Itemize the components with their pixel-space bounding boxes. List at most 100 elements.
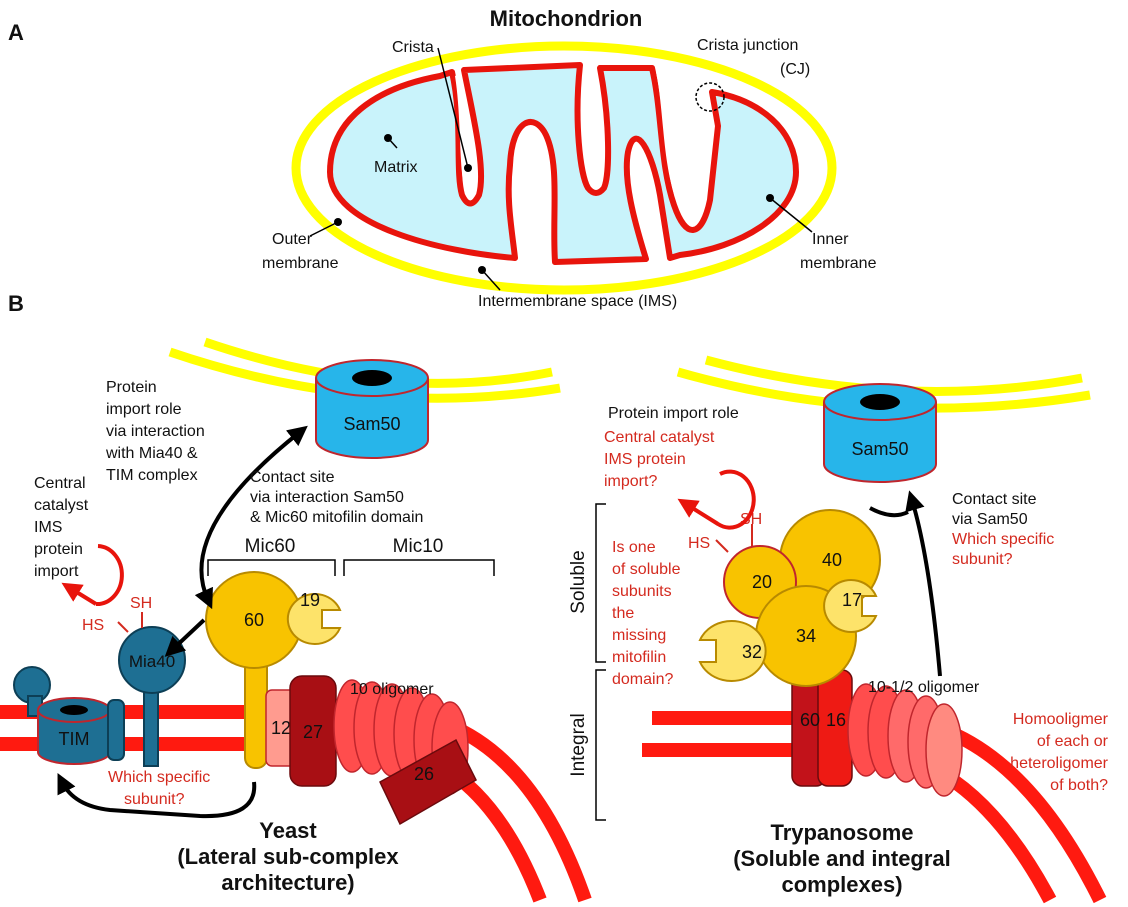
crista-junction-label: Crista junction <box>697 37 798 54</box>
tryp-catalyst-line-1: Central catalyst <box>604 429 715 446</box>
yeast-caption: Yeast (Lateral sub-complex architecture) <box>177 818 399 895</box>
yeast-import-role-line-4: with Mia40 & <box>105 445 198 462</box>
yeast-mic60-label: 60 <box>244 610 264 630</box>
yeast-import-role-line-5: TIM complex <box>106 467 198 484</box>
yeast-sam50: Sam50 <box>315 359 429 459</box>
ims-label: Intermembrane space (IMS) <box>478 293 677 310</box>
tryp-soluble-bracket <box>595 503 606 663</box>
yeast-tim: TIM <box>13 666 125 765</box>
yeast-oligomer-label: 10 oligomer <box>350 681 434 698</box>
inner-membrane-crista-outline <box>327 62 799 265</box>
yeast-mic10-complex: 12 27 26 10 oligomer <box>265 675 477 826</box>
panel-b-letter: B <box>8 291 24 316</box>
outer-membrane-label-1: Outer <box>272 231 313 248</box>
yeast-caption-line-2: (Lateral sub-complex <box>177 844 399 869</box>
yeast-which-line-1: Which specific <box>108 769 210 786</box>
tryp-contact-tick <box>869 506 909 518</box>
yeast-import-role-text: Protein import role via interaction with… <box>105 379 205 484</box>
mitochondrion-title: Mitochondrion <box>490 6 643 31</box>
tryp-question-line-3: subunits <box>612 583 672 600</box>
tryp-caption-line-3: complexes) <box>781 872 902 897</box>
yeast-catalyst-line-4: protein <box>34 541 83 558</box>
yeast-catalyst-line-1: Central <box>34 475 86 492</box>
crista-junction-abbr: (CJ) <box>780 61 810 78</box>
tryp-contact-line-2: via Sam50 <box>952 511 1028 528</box>
tryp-sub-20-label: 20 <box>752 572 772 592</box>
tryp-catalyst-line-3: import? <box>604 473 657 490</box>
tryp-sub-40-label: 40 <box>822 550 842 570</box>
tryp-question-line-4: the <box>612 605 634 622</box>
tryp-homo-line-1: Homooligmer <box>1013 711 1109 728</box>
inner-membrane-label-1: Inner <box>812 231 849 248</box>
yeast-contact-arrow <box>194 425 308 610</box>
yeast-sam50-label: Sam50 <box>343 414 400 434</box>
tryp-sh-label: SH <box>740 511 762 528</box>
tryp-contact-arrow <box>905 490 942 677</box>
tryp-sam50-label: Sam50 <box>851 439 908 459</box>
crista-dot <box>464 164 472 172</box>
yeast-catalyst-line-2: catalyst <box>34 497 89 514</box>
yeast-sh-label: SH <box>130 595 152 612</box>
tryp-oligomer-label: 10-1/2 oligomer <box>868 679 980 696</box>
ims-dot <box>478 266 486 274</box>
tryp-contact-line-1: Contact site <box>952 491 1037 508</box>
yeast-mic26-label: 26 <box>414 764 434 784</box>
yeast-hs-label: HS <box>82 617 104 634</box>
crista-leader <box>437 47 469 169</box>
yeast-import-role-line-1: Protein <box>106 379 157 396</box>
tryp-catalyst-arrow <box>686 469 756 530</box>
crista-junction-marker <box>695 82 725 112</box>
tryp-homo-line-2: of each or <box>1037 733 1109 750</box>
panel-a: A Mitochondrion Crista Crista junction (… <box>8 6 877 310</box>
tryp-sub-34-label: 34 <box>796 626 816 646</box>
trypanosome-diagram: Sam50 60 16 10-1/2 oligomer 40 20 34 1 <box>568 355 1109 904</box>
tryp-homo-line-4: of both? <box>1050 777 1108 794</box>
tryp-which-line-2: subunit? <box>952 551 1013 568</box>
yeast-which-line-2: subunit? <box>124 791 185 808</box>
yeast-contact-line-3: & Mic60 mitofilin domain <box>250 509 423 526</box>
tryp-hs-label: HS <box>688 535 710 552</box>
yeast-catalyst-text: Central catalyst IMS protein import <box>34 475 89 580</box>
tryp-question-line-5: missing <box>612 627 666 644</box>
yeast-mic19-label: 19 <box>300 590 320 610</box>
yeast-catalyst-line-3: IMS <box>34 519 62 536</box>
tryp-sub-17-label: 17 <box>842 590 862 610</box>
outer-membrane <box>291 41 837 295</box>
yeast-tim-label: TIM <box>59 729 90 749</box>
tryp-integral-label: Integral <box>568 713 589 776</box>
outer-membrane-label-2: membrane <box>262 255 339 272</box>
tryp-integral-complex: 60 16 10-1/2 oligomer <box>791 669 980 797</box>
inner-dot <box>766 194 774 202</box>
yeast-contact-line-1: Contact site <box>250 469 335 486</box>
yeast-caption-line-3: architecture) <box>221 870 354 895</box>
tryp-contact-text: Contact site via Sam50 Which specific su… <box>952 491 1054 568</box>
crista-fill-1 <box>455 73 477 196</box>
tryp-sub-32 <box>698 620 767 682</box>
tryp-caption: Trypanosome (Soluble and integral comple… <box>733 820 951 897</box>
yeast-import-role-line-2: import role <box>106 401 182 418</box>
inner-membrane-label-2: membrane <box>800 255 877 272</box>
yeast-mic10-header: Mic10 <box>393 536 444 557</box>
tryp-catalyst-text: Central catalyst IMS protein import? <box>604 429 715 490</box>
tryp-soluble-label: Soluble <box>568 550 589 613</box>
yeast-caption-line-1: Yeast <box>259 818 317 843</box>
tryp-soluble-complex: 40 20 34 17 32 SH HS <box>688 509 881 687</box>
yeast-mia40-arrow <box>164 618 206 657</box>
crista-label: Crista <box>392 39 434 56</box>
tryp-question-line-6: mitofilin <box>612 649 666 666</box>
yeast-catalyst-arrow <box>70 544 124 607</box>
tryp-catalyst-line-2: IMS protein <box>604 451 686 468</box>
panel-a-letter: A <box>8 20 24 45</box>
tryp-homo-line-3: heteroligomer <box>1010 755 1109 772</box>
yeast-mia40-label: Mia40 <box>129 652 175 671</box>
yeast-mic27-label: 27 <box>303 722 323 742</box>
inner-leader <box>769 197 813 233</box>
outer-dot <box>334 218 342 226</box>
tryp-question-text: Is one of soluble subunits the missing m… <box>612 539 681 688</box>
crista-fill-3 <box>656 72 712 220</box>
tryp-caption-line-1: Trypanosome <box>770 820 913 845</box>
tryp-sub-17 <box>823 579 878 633</box>
tryp-caption-line-2: (Soluble and integral <box>733 846 951 871</box>
yeast-mic26 <box>379 738 477 826</box>
